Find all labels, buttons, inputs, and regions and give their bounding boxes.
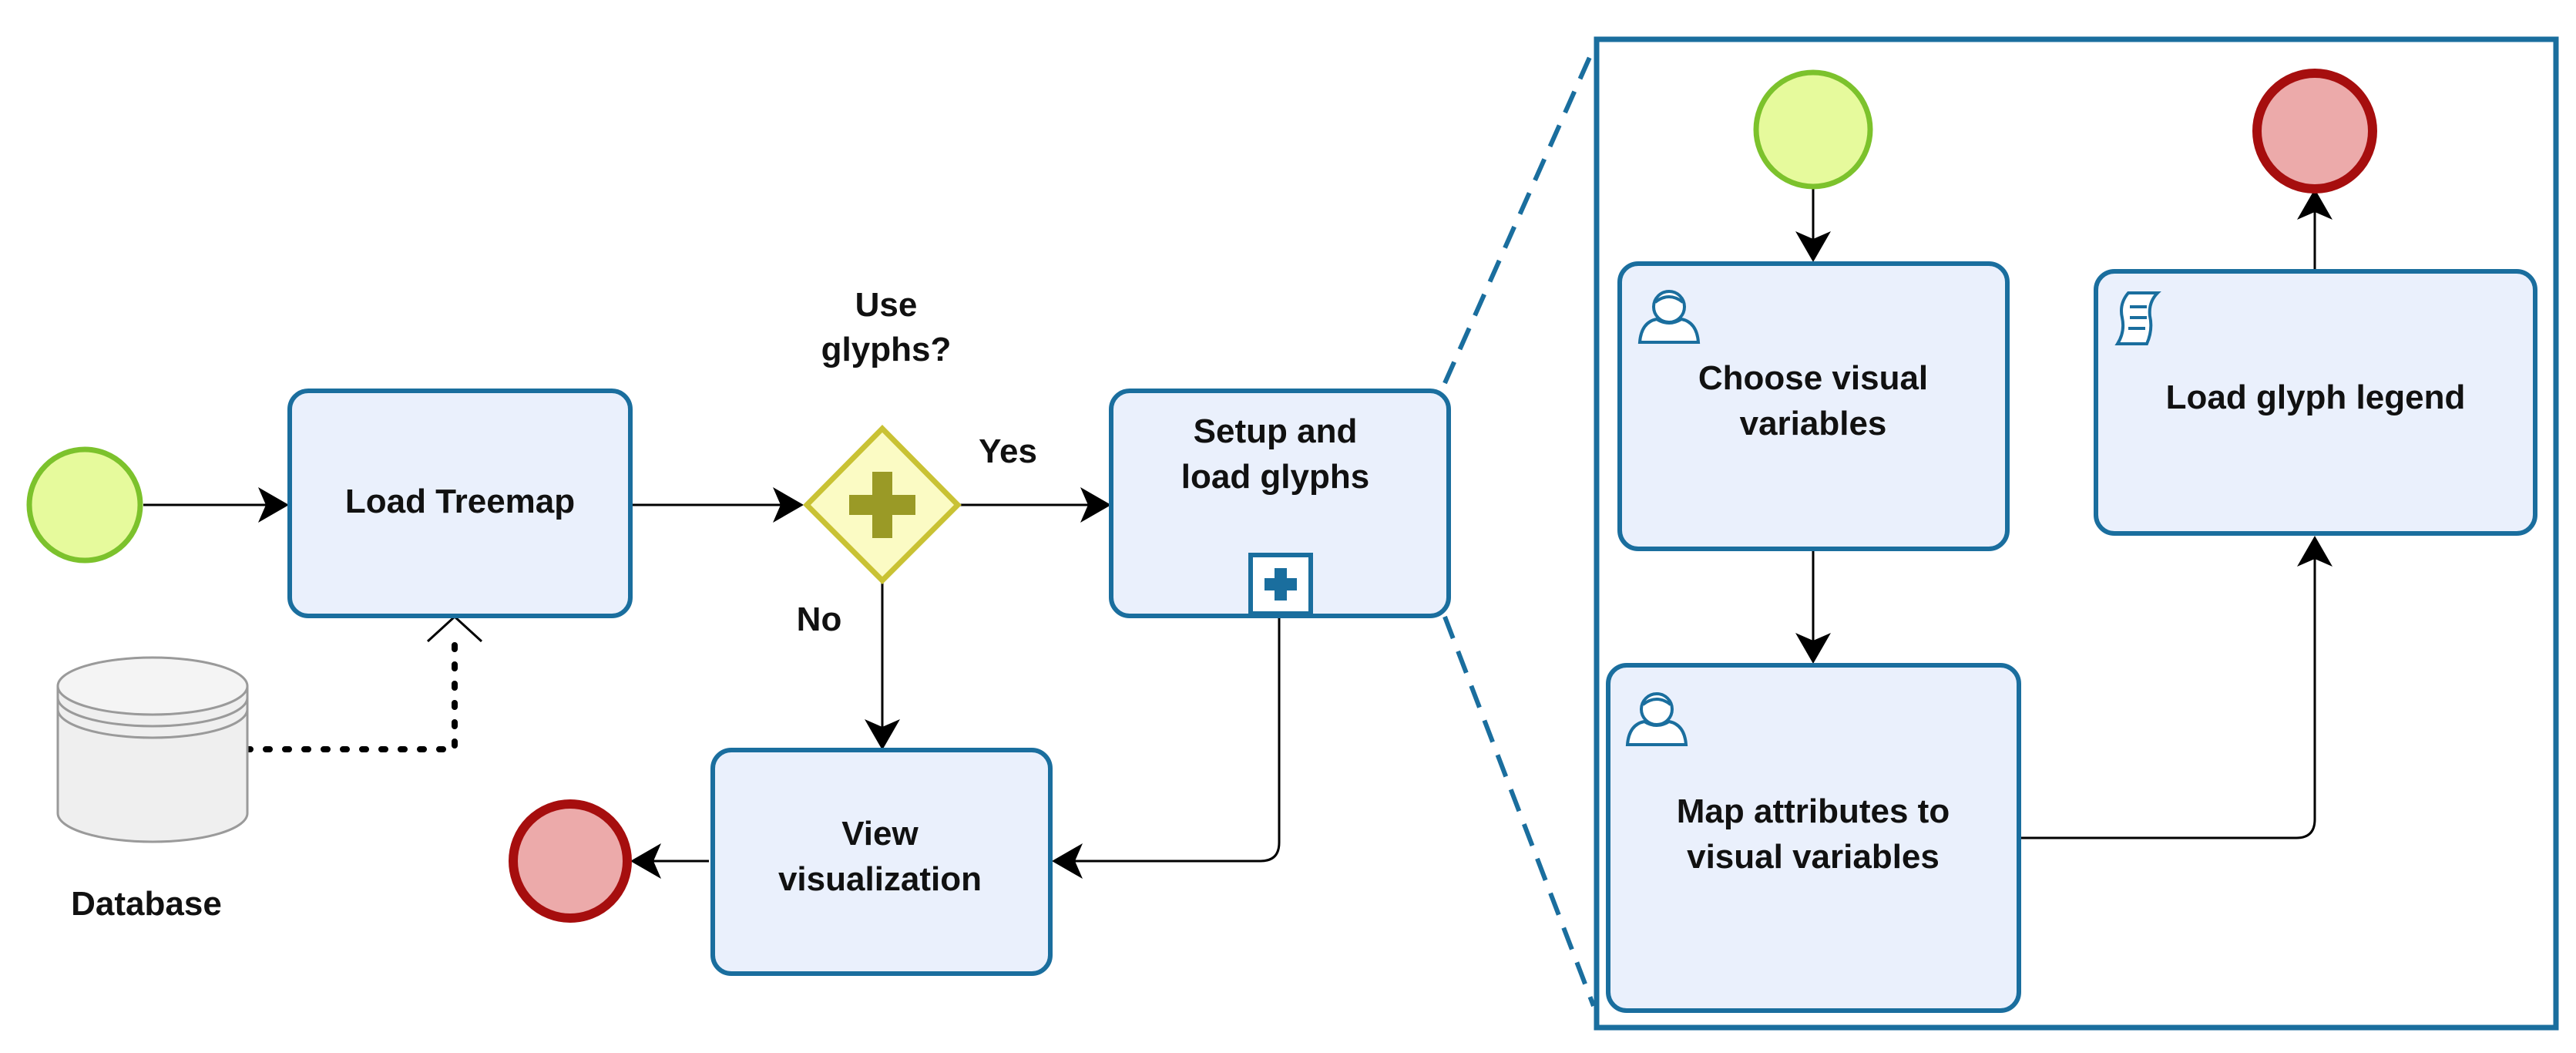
end-event xyxy=(509,799,632,923)
task-map-attributes[interactable]: Map attributes to visual variables xyxy=(1606,663,2021,1013)
arrow-head xyxy=(258,487,289,523)
gateway-yes-label: Yes xyxy=(979,432,1037,470)
data-association-database xyxy=(243,634,458,752)
arrow-head xyxy=(865,719,900,750)
task-label-line-1: Setup and xyxy=(1194,412,1358,450)
database-label: Database xyxy=(71,885,222,923)
arrow-head xyxy=(2297,536,2333,567)
zoom-line-top xyxy=(1442,47,1596,385)
gateway-parallel xyxy=(803,425,962,584)
task-load-glyph-legend[interactable]: Load glyph legend xyxy=(2094,269,2537,536)
task-load-treemap[interactable]: Load Treemap xyxy=(287,389,633,618)
flow-map-to-legend xyxy=(2019,551,2316,839)
task-label-line-2: visual variables xyxy=(1687,838,1940,876)
task-label-line-2: load glyphs xyxy=(1181,458,1369,496)
gateway-question-line-1: Use xyxy=(855,286,918,324)
open-arrow-head xyxy=(426,614,483,643)
task-choose-visual-variables[interactable]: Choose visual variables xyxy=(1617,261,2010,551)
arrow-head xyxy=(2297,189,2333,220)
arrow-head xyxy=(773,487,804,523)
arrow-head xyxy=(1795,231,1831,262)
task-label: Load glyph legend xyxy=(2166,378,2466,416)
gateway-question-line-2: glyphs? xyxy=(821,331,952,368)
arrow-head xyxy=(1080,487,1111,523)
task-view-visualization[interactable]: View visualization xyxy=(710,748,1053,976)
user-task-icon xyxy=(1625,692,1688,746)
task-label: Load Treemap xyxy=(345,483,575,520)
plus-icon xyxy=(872,472,892,538)
database-icon xyxy=(56,656,249,843)
task-label-line-1: Map attributes to xyxy=(1677,792,1950,830)
gateway-no-label: No xyxy=(797,601,842,638)
task-label-line-2: variables xyxy=(1740,405,1887,442)
arrow-head xyxy=(630,843,661,879)
task-label-line-2: visualization xyxy=(778,860,982,898)
zoom-line-bottom xyxy=(1442,615,1596,1008)
start-event xyxy=(26,446,143,564)
task-label-line-1: View xyxy=(841,815,919,853)
subprocess-expand-icon[interactable] xyxy=(1248,553,1313,616)
subprocess-end-event xyxy=(2252,69,2377,193)
arrow-head xyxy=(1052,843,1083,879)
script-task-icon xyxy=(2114,291,2161,345)
subprocess-expanded: Choose visual variables Map attributes t… xyxy=(1594,36,2559,1031)
task-label-line-1: Choose visual xyxy=(1698,359,1928,397)
arrow-head xyxy=(1795,633,1831,664)
subprocess-start-event xyxy=(1753,69,1873,190)
task-setup-and-load-glyphs[interactable]: Setup and load glyphs xyxy=(1109,389,1451,618)
flow-setup-to-view xyxy=(1063,615,1281,863)
user-task-icon xyxy=(1637,290,1701,344)
